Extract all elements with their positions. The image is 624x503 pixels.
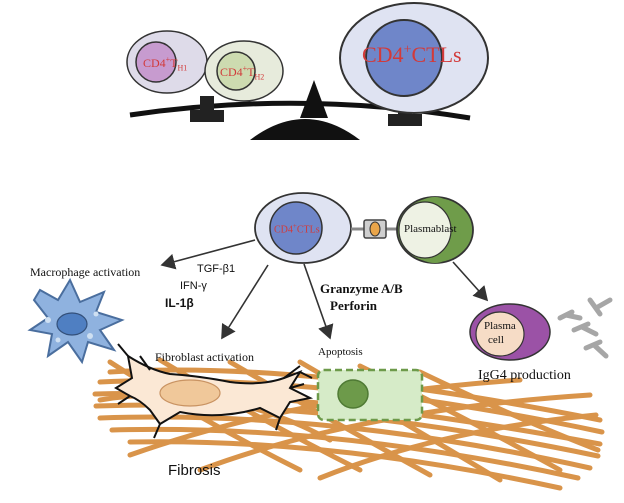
granzyme-label: Granzyme A/B — [320, 281, 403, 296]
plasma-cell-label-line1: Plasma — [484, 320, 516, 332]
arrow-to-apoptosis — [303, 263, 334, 340]
igg4-production-label: IgG4 production — [478, 368, 571, 383]
arrow-to-plasma-cell — [452, 261, 489, 302]
fibroblast-activation-label: Fibroblast activation — [155, 350, 254, 364]
fibrosis-label: Fibrosis — [168, 462, 221, 479]
ifn-gamma-label: IFN-γ — [180, 280, 207, 292]
apoptosis-label: Apoptosis — [318, 346, 363, 358]
plasma-cell-label-line2: cell — [488, 334, 504, 346]
scale-fulcrum — [300, 80, 328, 118]
macrophage-activation-label: Macrophage activation — [30, 265, 141, 279]
th2-cell — [204, 40, 284, 102]
scale-left-pad — [190, 110, 224, 122]
plasma-cell-nucleus — [475, 311, 525, 357]
ctl-large-label: CD4+CTLs — [362, 42, 462, 67]
th1-label: CD4+TH1 — [143, 55, 188, 73]
il1-beta-label: IL-1β — [165, 296, 194, 310]
th1-nucleus — [135, 41, 177, 83]
ctl-large-cell — [339, 2, 489, 114]
fibroblast-icon — [114, 343, 314, 439]
plasmablast-cell — [396, 196, 474, 264]
arrow-to-macrophage — [160, 239, 256, 270]
igg4-antibody-icons — [557, 297, 613, 359]
synapse-connector — [351, 219, 402, 239]
arrow-to-fibroblast — [221, 264, 269, 340]
apoptotic-cell — [316, 368, 424, 422]
plasma-cell — [469, 303, 551, 361]
perforin-label: Perforin — [330, 298, 377, 313]
scale-right-pad — [388, 114, 422, 126]
ctl-center-label: CD4+CTLs — [274, 222, 320, 236]
scale-base — [250, 119, 360, 140]
scale-left-post — [200, 96, 214, 112]
plasmablast-label: Plasmablast — [404, 223, 457, 235]
th2-nucleus — [216, 51, 256, 91]
macrophage-icon — [27, 277, 125, 365]
apoptotic-nucleus — [337, 379, 369, 409]
tgf-beta1-label: TGF-β1 — [197, 263, 236, 275]
ctl-center-nucleus — [269, 201, 323, 255]
plasmablast-nucleus — [398, 201, 452, 259]
ctl-large-nucleus — [365, 19, 443, 97]
arrows — [160, 239, 489, 340]
th2-label: CD4+TH2 — [220, 64, 265, 82]
